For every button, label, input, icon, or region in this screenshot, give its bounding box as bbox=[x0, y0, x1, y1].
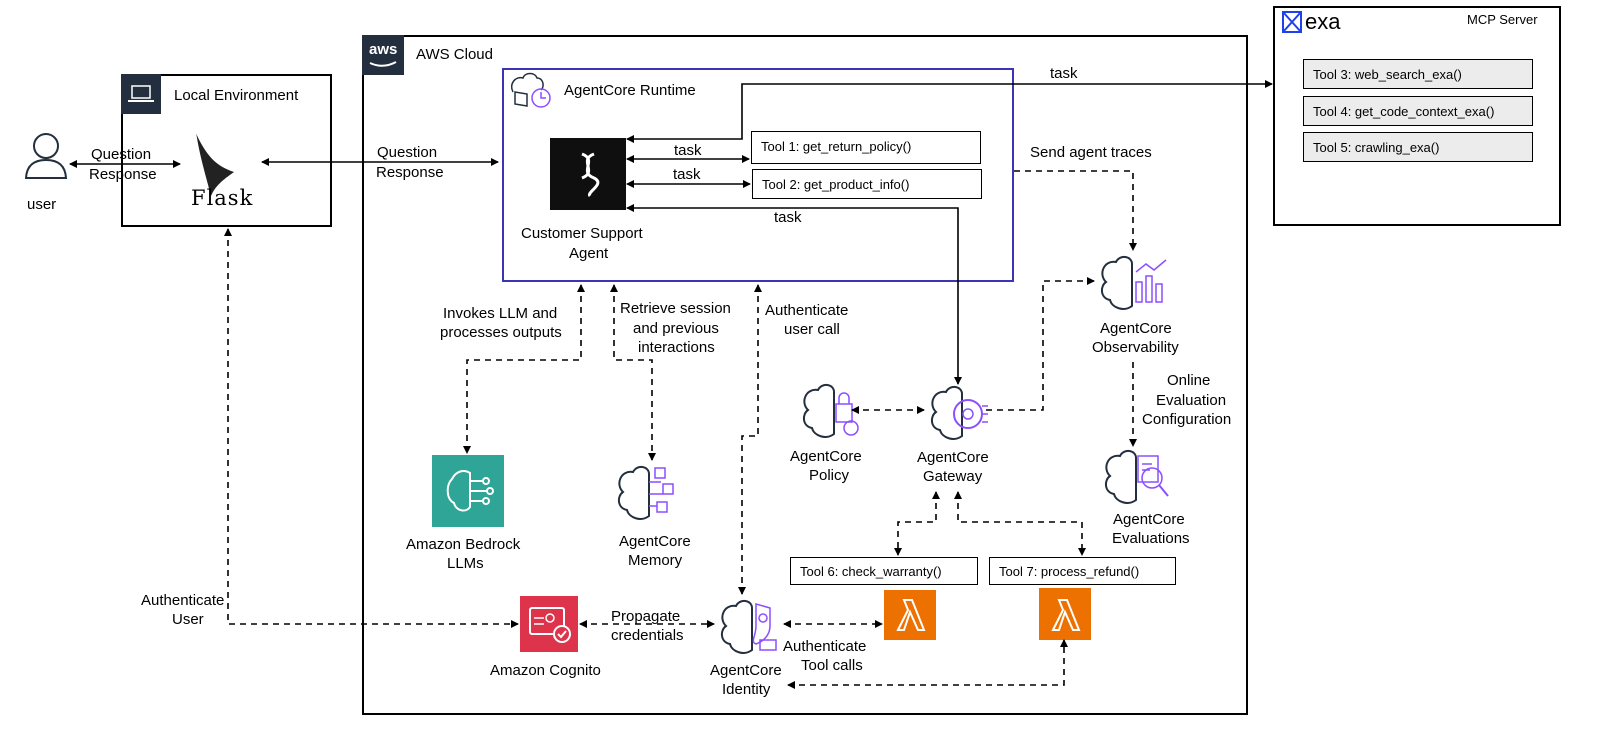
edge-auth-user-call-2: user call bbox=[784, 321, 840, 338]
memory-icon bbox=[613, 462, 679, 524]
edge-flask-response: Response bbox=[376, 164, 444, 181]
edge-retrieve-2: and previous bbox=[633, 320, 719, 337]
memory-label-1: AgentCore bbox=[619, 533, 691, 550]
edge-user-question: Question bbox=[91, 146, 152, 163]
identity-label-1: AgentCore bbox=[710, 662, 782, 679]
observability-label-1: AgentCore bbox=[1100, 320, 1172, 337]
laptop-icon bbox=[121, 74, 161, 114]
exa-brand: exa bbox=[1305, 9, 1341, 34]
edge-auth-tool-1: Authenticate bbox=[783, 638, 867, 655]
aws-cloud-title: AWS Cloud bbox=[416, 46, 493, 63]
tool-5-box: Tool 5: crawling_exa() bbox=[1303, 132, 1533, 162]
user-label: user bbox=[27, 196, 57, 213]
exa-logo-icon bbox=[1281, 10, 1305, 34]
lambda-icon-tool6 bbox=[884, 590, 936, 640]
tool-4-box: Tool 4: get_code_context_exa() bbox=[1303, 96, 1533, 126]
flask-logo-icon: Flask bbox=[186, 126, 256, 216]
edge-auth-user-1: Authenticate bbox=[141, 592, 225, 609]
identity-label-2: Identity bbox=[722, 681, 771, 698]
edge-auth-user-call-1: Authenticate bbox=[765, 302, 849, 319]
tool-6-box: Tool 6: check_warranty() bbox=[790, 557, 978, 585]
local-env-title: Local Environment bbox=[174, 87, 299, 104]
edge-online-eval-2: Evaluation bbox=[1156, 392, 1227, 409]
edge-retrieve-1: Retrieve session bbox=[620, 300, 731, 317]
gateway-label-2: Gateway bbox=[923, 468, 983, 485]
edge-online-eval-1: Online bbox=[1167, 372, 1211, 389]
local-env-container bbox=[121, 74, 332, 227]
edge-task-mcp: task bbox=[1050, 65, 1078, 82]
agent-label-2: Agent bbox=[569, 245, 609, 262]
edge-online-eval-3: Configuration bbox=[1142, 411, 1232, 428]
strands-agent-icon bbox=[550, 138, 626, 210]
edge-invokes-llm-1: Invokes LLM and bbox=[443, 305, 558, 322]
edge-propagate-2: credentials bbox=[611, 627, 684, 644]
flask-label: Flask bbox=[191, 186, 254, 210]
edge-task-tool2: task bbox=[673, 166, 701, 183]
observability-icon bbox=[1096, 252, 1168, 314]
edge-retrieve-3: interactions bbox=[638, 339, 715, 356]
cognito-label: Amazon Cognito bbox=[490, 662, 601, 679]
edge-user-response: Response bbox=[89, 166, 157, 183]
identity-icon bbox=[716, 596, 782, 658]
edge-invokes-llm-2: processes outputs bbox=[440, 324, 562, 341]
policy-label-1: AgentCore bbox=[790, 448, 862, 465]
memory-label-2: Memory bbox=[628, 552, 683, 569]
lambda-icon-tool7 bbox=[1039, 588, 1091, 640]
edge-send-traces: Send agent traces bbox=[1030, 144, 1152, 161]
edge-propagate-1: Propagate bbox=[611, 608, 681, 625]
gateway-icon bbox=[926, 384, 992, 444]
agent-label-1: Customer Support bbox=[521, 225, 643, 242]
mcp-server-container bbox=[1273, 6, 1561, 226]
gateway-label-1: AgentCore bbox=[917, 449, 989, 466]
edge-auth-user-2: User bbox=[172, 611, 204, 628]
tool-3-box: Tool 3: web_search_exa() bbox=[1303, 59, 1533, 89]
evaluations-label-2: Evaluations bbox=[1112, 530, 1190, 547]
tool-2-box: Tool 2: get_product_info() bbox=[752, 169, 982, 199]
mcp-server-title: MCP Server bbox=[1467, 12, 1538, 27]
tool-7-box: Tool 7: process_refund() bbox=[989, 557, 1176, 585]
policy-label-2: Policy bbox=[809, 467, 850, 484]
edge-task-tool1: task bbox=[674, 142, 702, 159]
edge-task-gateway: task bbox=[774, 209, 802, 226]
observability-label-2: Observability bbox=[1092, 339, 1179, 356]
cognito-icon bbox=[520, 596, 578, 652]
runtime-icon bbox=[507, 70, 553, 112]
user-icon bbox=[23, 131, 69, 181]
aws-logo-icon: aws bbox=[362, 35, 404, 75]
aws-logo-text: aws bbox=[369, 41, 398, 58]
edge-flask-question: Question bbox=[377, 144, 438, 161]
edge-auth-tool-2: Tool calls bbox=[801, 657, 863, 674]
evaluations-icon bbox=[1100, 446, 1172, 508]
evaluations-label-1: AgentCore bbox=[1113, 511, 1185, 528]
